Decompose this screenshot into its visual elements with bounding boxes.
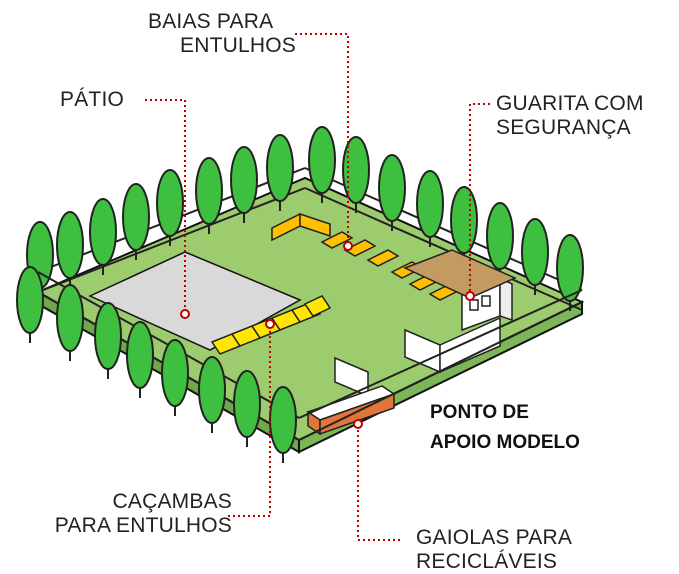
tree — [161, 339, 189, 416]
label-gaiolas-line2: RECICLÁVEIS — [416, 550, 558, 573]
tree — [230, 146, 258, 223]
walls — [334, 316, 501, 398]
guard-house — [403, 249, 517, 332]
label-baias-line2: ENTULHOS — [180, 34, 296, 57]
label-gaiolas-line1: GAIOLAS PARA — [416, 526, 573, 549]
label-guarita-line1: GUARITA COM — [496, 92, 644, 115]
tree — [126, 321, 154, 398]
label-cacambas: CAÇAMBAS PARA ENTULHOS — [22, 490, 232, 538]
tree — [308, 126, 336, 203]
title-line1: PONTO DE — [430, 402, 529, 423]
tree — [122, 183, 150, 260]
label-guarita: GUARITA COM SEGURANÇA — [496, 92, 644, 140]
label-cacambas-line2: PARA ENTULHOS — [54, 514, 232, 537]
label-gaiolas: GAIOLAS PARA RECICLÁVEIS — [416, 526, 572, 574]
tree-row-front — [16, 266, 297, 463]
tree — [269, 386, 297, 463]
leader-lines — [145, 33, 490, 541]
tree — [56, 211, 84, 288]
leader-dots — [180, 241, 475, 429]
diagram-title: PONTO DE APOIO MODELO — [430, 398, 580, 458]
title-line2: APOIO MODELO — [430, 432, 580, 453]
recycling-cages — [306, 385, 396, 436]
tree — [156, 169, 184, 246]
tree — [56, 284, 84, 361]
tree-row-back — [26, 126, 584, 311]
tree — [94, 302, 122, 379]
tree — [195, 157, 223, 234]
tree — [556, 234, 584, 311]
tree — [89, 198, 117, 275]
dumpsters — [210, 295, 332, 355]
tree — [521, 218, 549, 295]
label-cacambas-line1: CAÇAMBAS — [112, 490, 232, 513]
tree — [266, 134, 294, 211]
tree — [378, 154, 406, 231]
tree — [416, 170, 444, 247]
patio-area — [88, 251, 302, 351]
label-patio: PÁTIO — [60, 88, 124, 112]
tree — [198, 356, 226, 433]
label-baias: BAIAS PARA ENTULHOS — [148, 10, 296, 58]
label-patio-text: PÁTIO — [60, 88, 125, 111]
label-guarita-line2: SEGURANÇA — [496, 116, 631, 139]
label-baias-line1: BAIAS PARA — [148, 10, 274, 33]
tree — [16, 266, 44, 343]
tree — [233, 370, 261, 447]
tree — [342, 136, 370, 213]
